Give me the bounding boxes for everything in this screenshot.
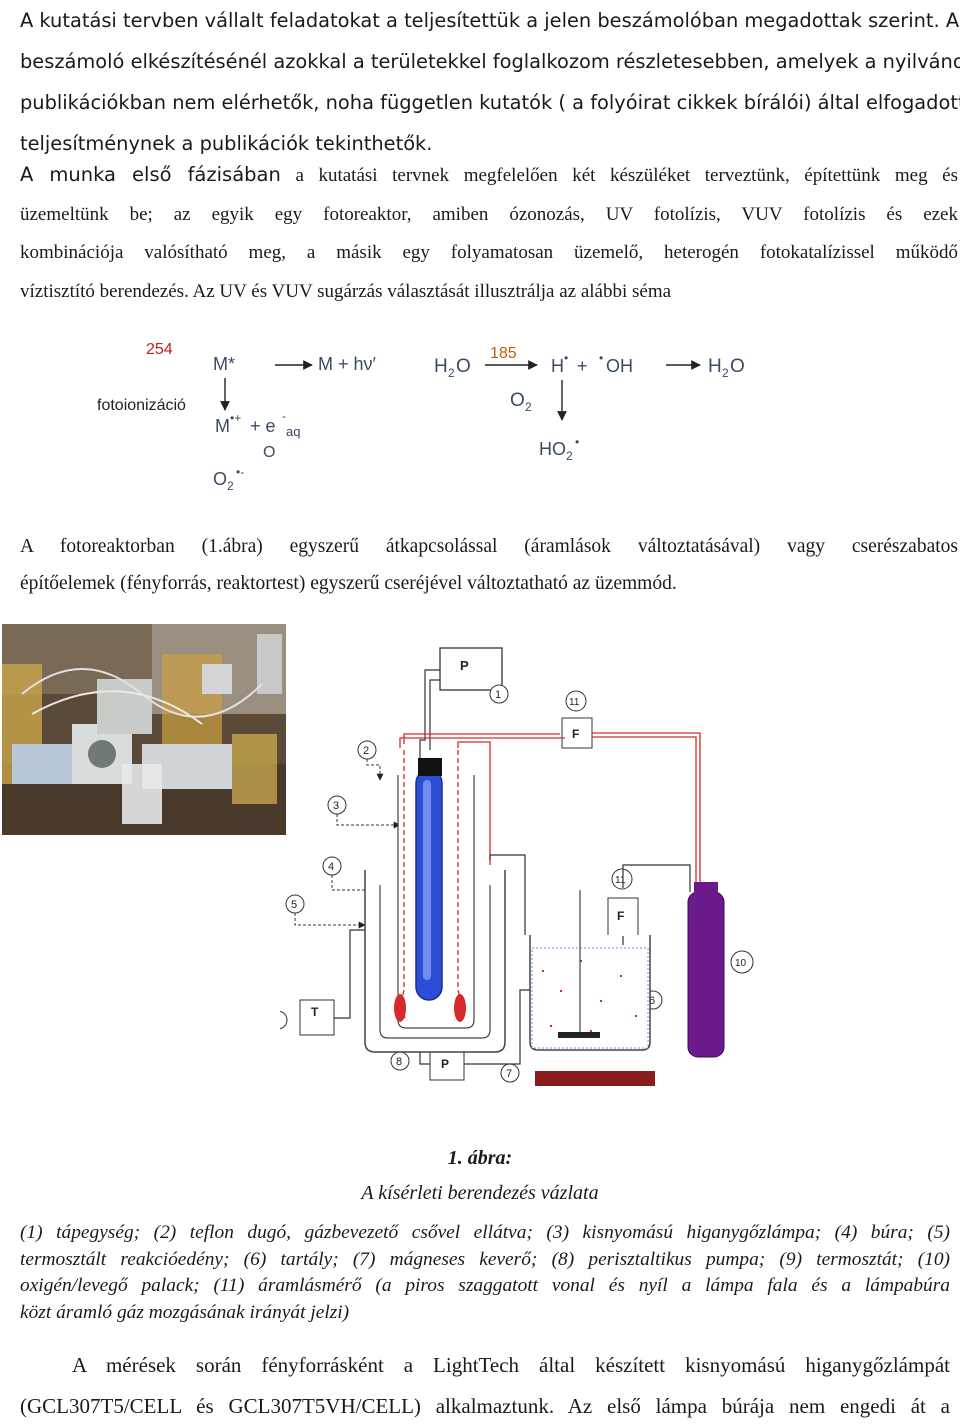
power-supply-box [440, 648, 502, 690]
label-7: 7 [506, 1068, 512, 1080]
svg-text:O: O [730, 356, 745, 377]
phase-line-2: üzemeltünk be; az egyik egy fotoreaktor,… [20, 196, 958, 235]
svg-text:O: O [456, 356, 471, 377]
wavelength-185: 185 [490, 345, 517, 362]
legend-line: oxigén/levegő palack; (11) áramlásmérő (… [20, 1273, 950, 1300]
reactor-line-2: építőelemek (fényforrás, reaktortest) eg… [20, 565, 958, 602]
label-11a: 11 [569, 697, 580, 708]
svg-text:•: • [575, 435, 579, 449]
legend-line: termosztált reakcióedény; (6) tartály; (… [20, 1247, 950, 1274]
phase-line1-rest: a kutatási tervnek megfelelően két készü… [295, 165, 958, 186]
figure-subtitle: A kísérleti berendezés vázlata [0, 1182, 960, 1205]
label-11b: 11 [615, 875, 626, 886]
reaction-scheme: 254 185 fotoionizáció M* M + hν′ M •+ + … [0, 330, 960, 500]
label-4: 4 [328, 861, 334, 873]
reactor-line-1: A fotoreaktorban (1.ábra) egyszerű átkap… [20, 528, 958, 565]
svg-text:•: • [599, 351, 603, 365]
label-3: 3 [333, 800, 339, 812]
m-hv: M + hν′ [318, 354, 377, 374]
oh-radical: OH [606, 356, 633, 376]
figure-title: 1. ábra: [0, 1147, 960, 1170]
intro-paragraph: A kutatási tervben vállalt feladatokat a… [20, 0, 958, 164]
ho2-radical: HO [539, 439, 566, 459]
label-5: 5 [291, 899, 297, 911]
intro-line: A kutatási tervben vállalt feladatokat a… [20, 0, 958, 41]
phase-paragraph: A munka első fázisában a kutatási tervne… [20, 156, 958, 311]
label-f-top: F [572, 727, 579, 741]
label-8: 8 [396, 1056, 402, 1068]
svg-text:+: + [577, 356, 588, 376]
measure-line-2: (GCL307T5/CELL és GCL307T5VH/CELL) alkal… [20, 1386, 950, 1427]
svg-text:2: 2 [722, 366, 729, 380]
intro-line: publikációkban nem elérhetők, noha függe… [20, 82, 958, 123]
label-f-mid: F [617, 909, 624, 923]
svg-text:2: 2 [566, 449, 573, 463]
svg-text:2: 2 [448, 366, 455, 380]
m-plus-radical: M [215, 416, 230, 436]
phase-line-1: A munka első fázisában a kutatási tervne… [20, 156, 958, 196]
label-1: 1 [495, 689, 501, 701]
teflon-cap [418, 758, 442, 776]
measure-paragraph: A mérések során fényforrásként a LightTe… [20, 1345, 950, 1427]
label-p-top: P [460, 658, 469, 673]
h-radical: H [551, 356, 564, 376]
label-10: 10 [735, 958, 747, 969]
measure-line-1: A mérések során fényforrásként a LightTe… [20, 1345, 950, 1386]
svg-text:2: 2 [227, 479, 234, 493]
h2o-reactant: H [434, 356, 448, 377]
legend-line: közt áramló gáz mozgásának irányát jelzi… [20, 1300, 950, 1327]
m-star: M* [213, 354, 235, 374]
o-small: O [263, 444, 275, 461]
label-2: 2 [363, 745, 369, 757]
o2-reagent: O [510, 390, 525, 411]
h2o-product: H [708, 356, 722, 377]
magnetic-stirrer [535, 1071, 655, 1086]
svg-text:•: • [564, 351, 568, 365]
figure-legend: (1) tápegység; (2) teflon dugó, gázbevez… [20, 1220, 950, 1326]
phase-line-3: kombinációja valósítható meg, a másik eg… [20, 234, 958, 273]
phase-line-4: víztisztító berendezés. Az UV és VUV sug… [20, 273, 958, 312]
e-aq: + e [250, 416, 276, 436]
label-p-bottom: P [441, 1057, 449, 1071]
intro-line: beszámoló elkészítésénél azokkal a terül… [20, 41, 958, 82]
reactor-paragraph: A fotoreaktorban (1.ábra) egyszerű átkap… [20, 528, 958, 602]
oxygen-bottle [688, 892, 724, 1057]
o2-superoxide: O [213, 469, 227, 489]
aq-sub: aq [286, 424, 300, 439]
wavelength-254: 254 [146, 341, 173, 358]
svg-text:2: 2 [525, 400, 532, 414]
phase-lead: A munka első fázisában [20, 163, 281, 186]
apparatus-photo [2, 624, 286, 835]
svg-text:•-: •- [236, 465, 244, 479]
svg-text:•+: •+ [230, 411, 241, 425]
legend-line: (1) tápegység; (2) teflon dugó, gázbevez… [20, 1220, 950, 1247]
apparatus-diagram: P 1 11 F 2 3 4 5 11 F 10 6 9 T 8 P 7 [280, 630, 780, 1090]
fotoionization-label: fotoionizáció [97, 397, 186, 414]
svg-text:-: - [282, 409, 286, 423]
label-t: T [311, 1005, 319, 1019]
